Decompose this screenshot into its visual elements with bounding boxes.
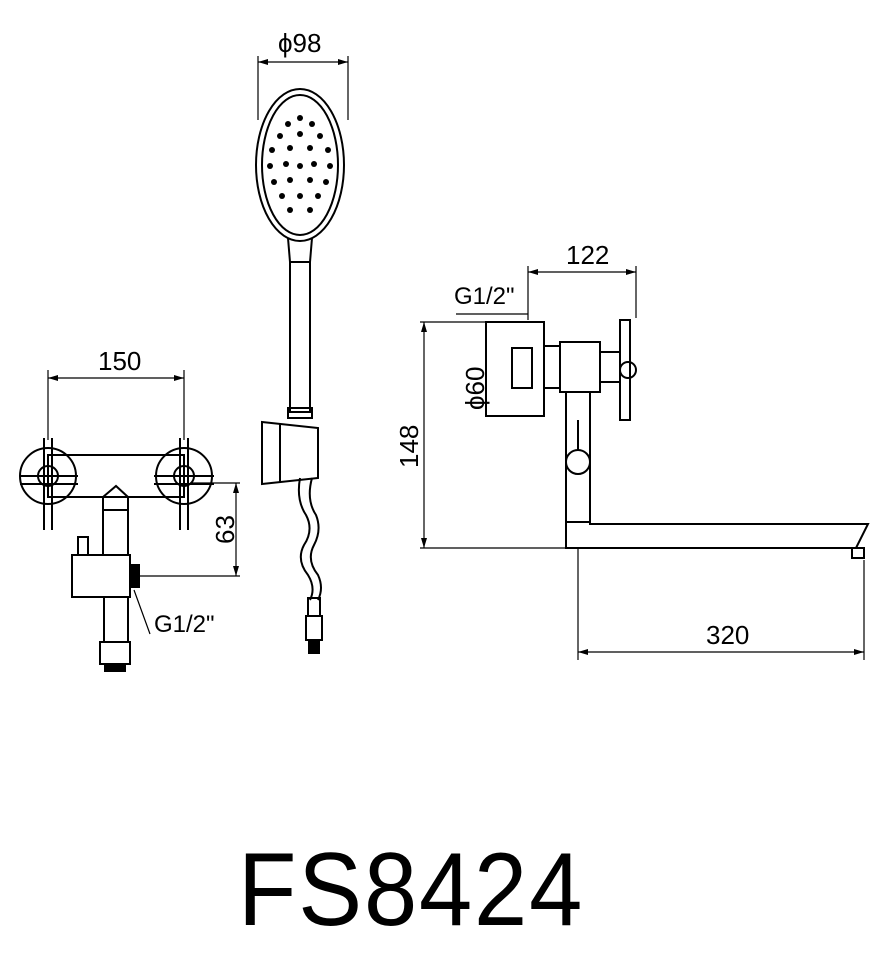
dim-63-label: 63 (210, 515, 240, 544)
dim-60-label: ϕ60 (460, 367, 490, 410)
dim-98-label: ϕ98 (278, 28, 321, 58)
mixer-side-view: 122 G1/2" ϕ60 148 (394, 240, 870, 660)
dim-122-label: 122 (566, 240, 609, 270)
dim-150-label: 150 (98, 346, 141, 376)
spray-nozzles (267, 115, 333, 213)
dim-320-label: 320 (706, 620, 749, 650)
model-code-title: FS8424 (238, 832, 585, 948)
inlet-thread-label-right: G1/2" (454, 283, 515, 310)
inlet-thread-label-left: G1/2" (154, 611, 215, 638)
hand-shower-view: ϕ98 (255, 28, 349, 654)
mixer-front-view: 150 63 G1/2" (19, 346, 240, 672)
dim-148-label: 148 (394, 425, 424, 468)
